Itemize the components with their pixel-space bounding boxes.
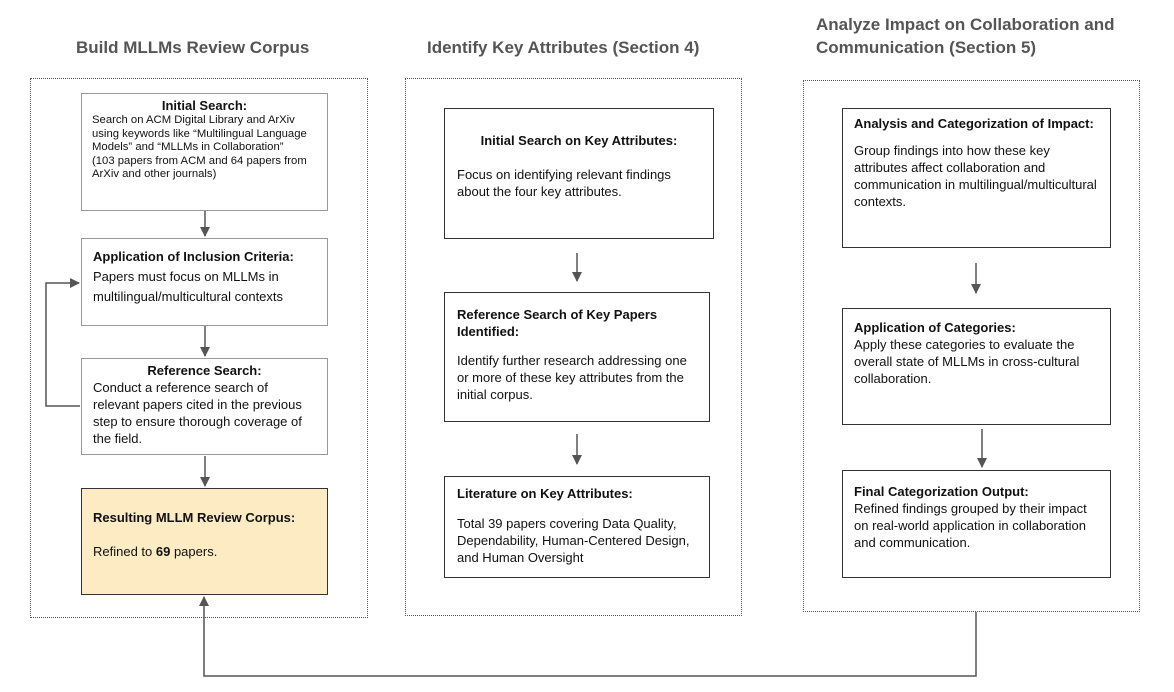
application-categories-title: Application of Categories: — [854, 320, 1016, 335]
initial-key-attributes-box: Initial Search on Key Attributes: Focus … — [444, 108, 714, 239]
column-title-analyze: Analyze Impact on Collaboration and Comm… — [816, 13, 1114, 59]
inclusion-criteria-body: Papers must focus on MLLMs in multilingu… — [93, 269, 284, 304]
resulting-corpus-suffix: papers. — [170, 544, 218, 559]
application-categories-body: Apply these categories to evaluate the o… — [854, 337, 1080, 386]
initial-search-box: Initial Search: Search on ACM Digital Li… — [81, 93, 328, 211]
initial-search-body: Search on ACM Digital Library and ArXiv … — [92, 114, 307, 153]
initial-search-title: Initial Search: — [161, 98, 248, 113]
column-title-identify: Identify Key Attributes (Section 4) — [427, 38, 700, 57]
resulting-corpus-body: Refined to 69 papers. — [93, 543, 316, 560]
reference-key-papers-body: Identify further research addressing one… — [457, 353, 687, 402]
column-title-build: Build MLLMs Review Corpus — [76, 38, 310, 57]
arrow-final-to-corpus — [199, 596, 977, 677]
reference-search-body: Conduct a reference search of relevant p… — [93, 380, 302, 446]
literature-key-attributes-body: Total 39 papers covering Data Quality, D… — [457, 516, 690, 565]
analysis-categorization-title: Analysis and Categorization of Impact: — [854, 116, 1094, 131]
literature-key-attributes-box: Literature on Key Attributes: Total 39 p… — [444, 476, 710, 578]
resulting-corpus-box: Resulting MLLM Review Corpus: Refined to… — [81, 488, 328, 595]
final-output-box: Final Categorization Output: Refined fin… — [842, 470, 1111, 578]
resulting-corpus-prefix: Refined to — [93, 544, 156, 559]
build-corpus-container — [30, 78, 368, 618]
reference-search-title: Reference Search: — [147, 363, 262, 378]
column-title-analyze-line1: Analyze Impact on Collaboration and — [816, 15, 1115, 34]
resulting-corpus-title: Resulting MLLM Review Corpus: — [93, 510, 296, 525]
resulting-corpus-count: 69 — [155, 544, 171, 559]
column-title-analyze-line2: Communication (Section 5) — [816, 38, 1037, 57]
arrow-reference-loop — [45, 278, 80, 407]
analyze-impact-container — [803, 80, 1140, 612]
identify-attributes-container — [405, 78, 742, 616]
reference-key-papers-title: Reference Search of Key Papers Identifie… — [457, 307, 658, 339]
final-output-title: Final Categorization Output: — [854, 484, 1029, 499]
reference-key-papers-box: Reference Search of Key Papers Identifie… — [444, 292, 710, 422]
reference-search-box: Reference Search: Conduct a reference se… — [81, 358, 328, 455]
analysis-categorization-box: Analysis and Categorization of Impact: G… — [842, 108, 1111, 248]
inclusion-criteria-title: Application of Inclusion Criteria: — [93, 249, 294, 264]
analysis-categorization-body: Group findings into how these key attrib… — [854, 143, 1097, 209]
initial-key-attributes-body: Focus on identifying relevant findings a… — [457, 167, 671, 199]
inclusion-criteria-box: Application of Inclusion Criteria: Paper… — [81, 238, 328, 326]
final-output-body: Refined findings grouped by their impact… — [854, 501, 1087, 550]
literature-key-attributes-title: Literature on Key Attributes: — [457, 486, 633, 501]
initial-search-note: (103 papers from ACM and 64 papers from … — [92, 154, 307, 181]
initial-key-attributes-title: Initial Search on Key Attributes: — [480, 133, 678, 148]
application-categories-box: Application of Categories: Apply these c… — [842, 308, 1111, 425]
